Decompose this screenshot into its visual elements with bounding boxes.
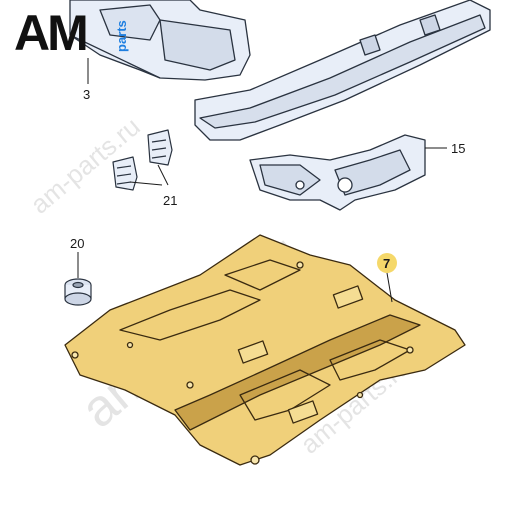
callout-label-3: 3 [83, 87, 90, 102]
callout-frame-rail: 3 [83, 58, 90, 102]
callout-label-15: 15 [451, 141, 465, 156]
callout-label-20: 20 [70, 236, 84, 251]
bushing-part [64, 278, 92, 306]
am-parts-logo: AM parts [14, 5, 129, 61]
callout-clips: 21 [129, 164, 177, 208]
frame-rail-part [69, 0, 251, 81]
logo-letters: AM [14, 5, 86, 61]
callout-floor-pan: 7 [377, 253, 397, 303]
callout-label-21: 21 [163, 193, 177, 208]
side-rail-part [194, 0, 491, 141]
callout-label-7: 7 [383, 256, 390, 271]
floor-pan-part [64, 234, 466, 466]
clip-parts [112, 129, 173, 191]
callout-crossmember: 15 [425, 141, 465, 156]
callout-bushing: 20 [70, 236, 84, 278]
logo-suffix: parts [114, 20, 129, 52]
crossmember-part [249, 134, 426, 211]
callout-highlight [377, 253, 397, 273]
